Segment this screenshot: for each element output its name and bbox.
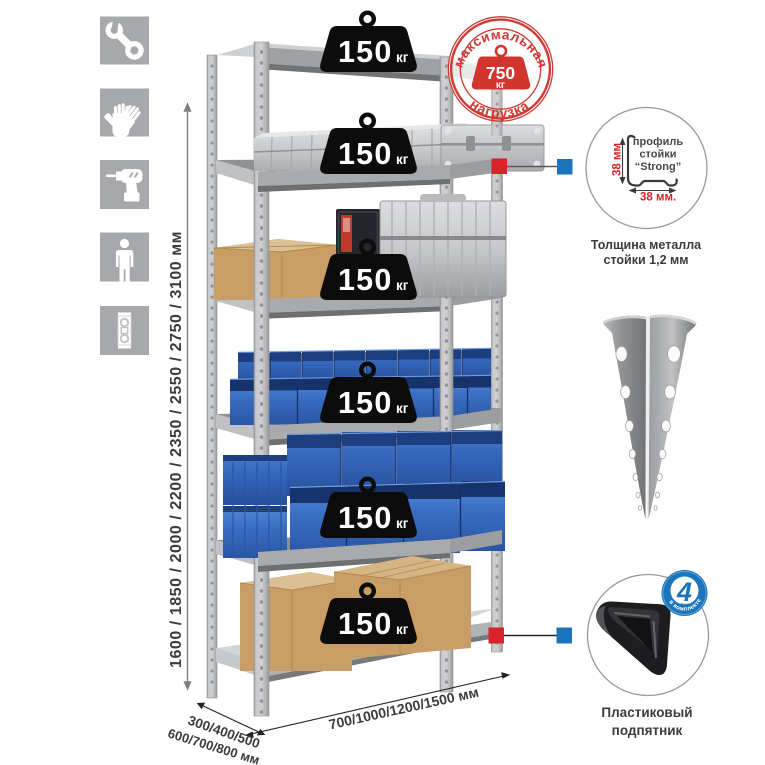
svg-text:подпятник: подпятник <box>612 723 683 738</box>
svg-text:700/1000/1200/1500 мм: 700/1000/1200/1500 мм <box>327 684 480 733</box>
svg-text:“Strong”: “Strong” <box>635 161 681 173</box>
svg-text:штуки: штуки <box>677 603 692 609</box>
svg-text:150: 150 <box>338 35 393 69</box>
svg-text:38 мм: 38 мм <box>612 143 624 176</box>
svg-text:стойки: стойки <box>639 149 676 161</box>
svg-text:4: 4 <box>676 577 692 607</box>
svg-text:750: 750 <box>486 63 515 83</box>
svg-text:Толщина металла: Толщина металла <box>591 238 702 252</box>
svg-text:кг: кг <box>496 80 505 91</box>
svg-text:профиль: профиль <box>633 136 683 148</box>
svg-text:Пластиковый: Пластиковый <box>601 705 692 720</box>
svg-text:1600 / 1850 / 2000 / 2200 / 23: 1600 / 1850 / 2000 / 2200 / 2350 / 2550 … <box>168 231 185 668</box>
svg-text:стойки 1,2 мм: стойки 1,2 мм <box>604 253 689 267</box>
svg-text:38 мм.: 38 мм. <box>640 192 676 204</box>
svg-text:кг: кг <box>396 50 409 65</box>
